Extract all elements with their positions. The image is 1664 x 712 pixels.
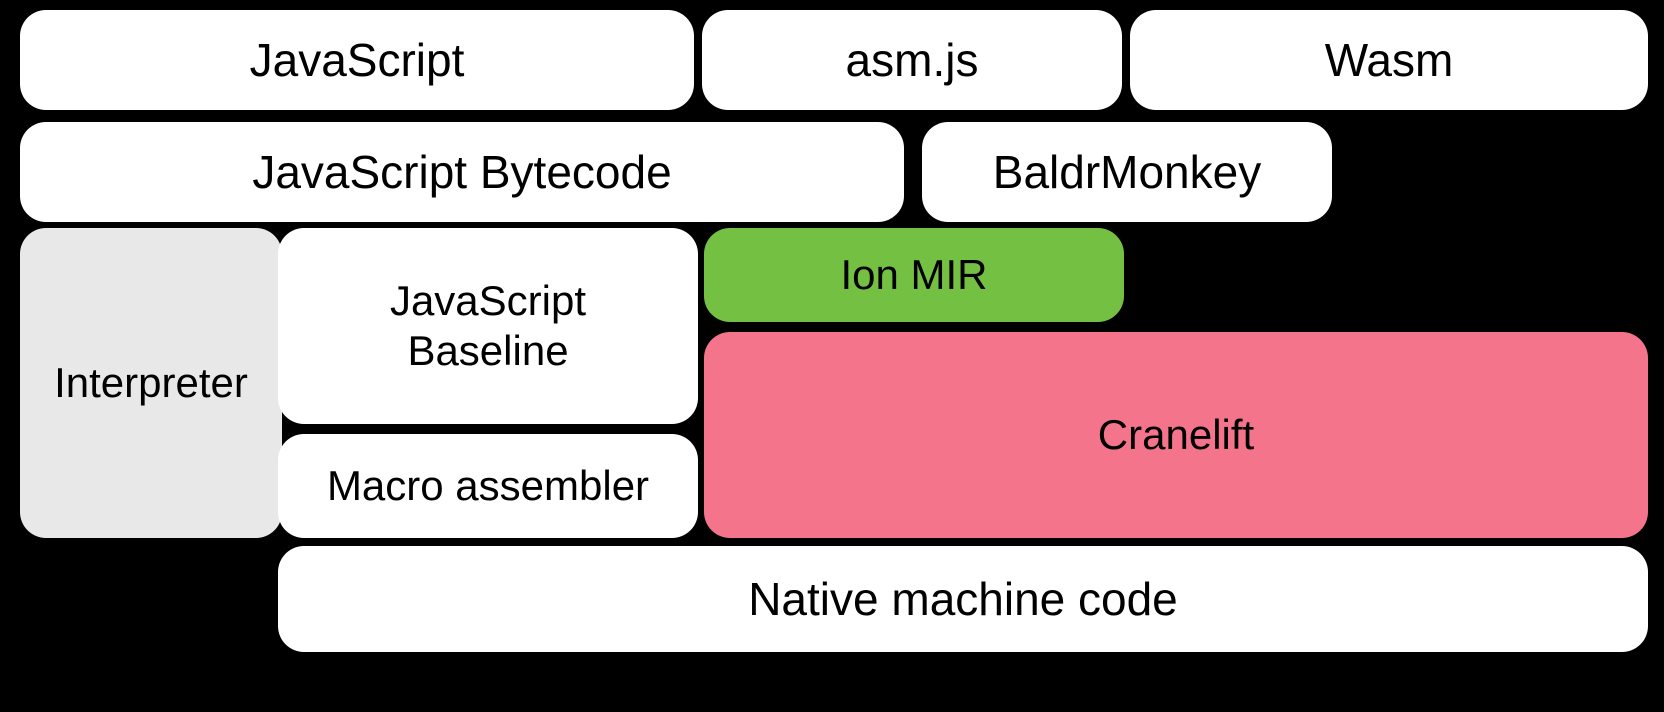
node-interpreter: Interpreter [20,228,282,538]
node-baldrmonkey: BaldrMonkey [922,122,1332,222]
node-asm-js: asm.js [702,10,1122,110]
node-javascript-bytecode: JavaScript Bytecode [20,122,904,222]
node-native-machine-code: Native machine code [278,546,1648,652]
node-ion-mir: Ion MIR [704,228,1124,322]
node-javascript: JavaScript [20,10,694,110]
node-wasm: Wasm [1130,10,1648,110]
node-macro-assembler: Macro assembler [278,434,698,538]
node-cranelift: Cranelift [704,332,1648,538]
node-javascript-baseline: JavaScript Baseline [278,228,698,424]
